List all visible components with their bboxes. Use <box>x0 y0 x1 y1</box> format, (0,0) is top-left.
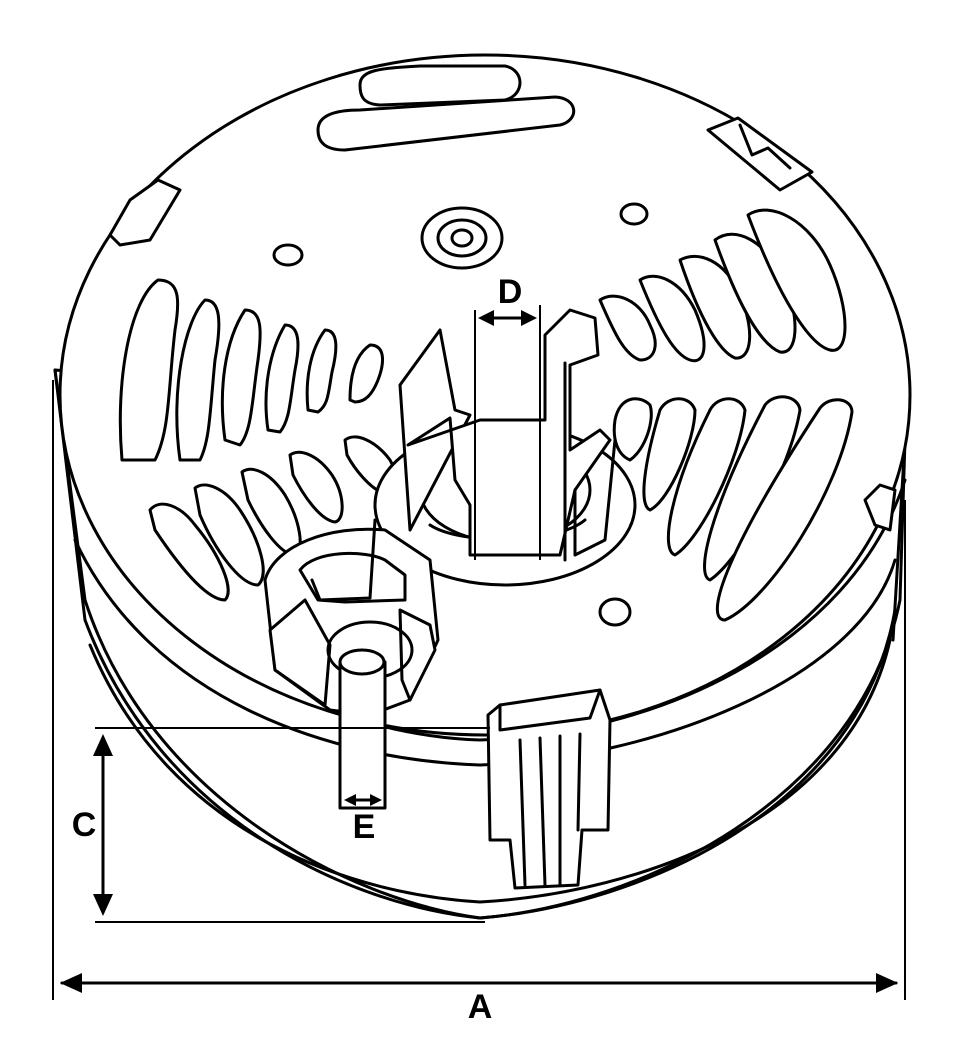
center-boss-mid <box>436 218 488 258</box>
edge-clip-right <box>706 116 814 192</box>
center-boss-outer <box>420 206 504 270</box>
front-connector-top <box>498 688 602 732</box>
dim-d-arrow-right <box>521 310 537 326</box>
terminal-post-lead <box>310 518 377 602</box>
terminal-block-side <box>573 438 617 557</box>
dim-label-a: A <box>468 988 493 1026</box>
top-slot-1 <box>358 64 522 107</box>
terminal-stud-top <box>338 648 386 676</box>
center-boss-inner <box>450 228 474 248</box>
cooling-slots-left-upper <box>118 278 384 462</box>
edge-clip-left <box>108 178 182 247</box>
housing-band-2 <box>88 638 892 904</box>
cooling-slots-right-lower <box>612 395 854 622</box>
edge-clip-side <box>863 483 897 532</box>
terminal-post <box>263 518 440 810</box>
mount-hole-3 <box>598 597 632 627</box>
mount-hole-1 <box>272 243 304 267</box>
terminal-stud <box>338 660 387 810</box>
housing-right-edge <box>891 438 907 642</box>
dim-a-arrow-right <box>876 973 898 993</box>
front-connector <box>486 688 612 890</box>
edge-clip-right-detail <box>738 123 792 170</box>
cooling-slots-left-lower <box>148 435 397 602</box>
housing-band-1 <box>83 608 897 920</box>
mount-hole-2 <box>619 202 649 226</box>
terminal-block <box>406 308 612 557</box>
dimension-lines <box>52 305 906 1000</box>
dim-e-arrow-left <box>344 794 356 806</box>
dim-d-arrow-left <box>478 310 494 326</box>
dim-label-e: E <box>353 808 376 846</box>
dim-a-arrow-left <box>60 973 82 993</box>
top-slot-2 <box>316 95 576 152</box>
dim-e-arrow-right <box>370 794 382 806</box>
housing-band-4 <box>73 538 897 767</box>
dim-c-arrow-bottom <box>93 894 113 916</box>
cooling-slots-right-upper <box>598 208 847 363</box>
dim-label-d: D <box>498 273 523 311</box>
terminal-post-cap <box>268 598 332 707</box>
terminal-post-socket <box>298 551 407 604</box>
dim-c-arrow-top <box>93 734 113 756</box>
top-face <box>58 53 912 890</box>
dim-label-c: C <box>72 806 97 844</box>
